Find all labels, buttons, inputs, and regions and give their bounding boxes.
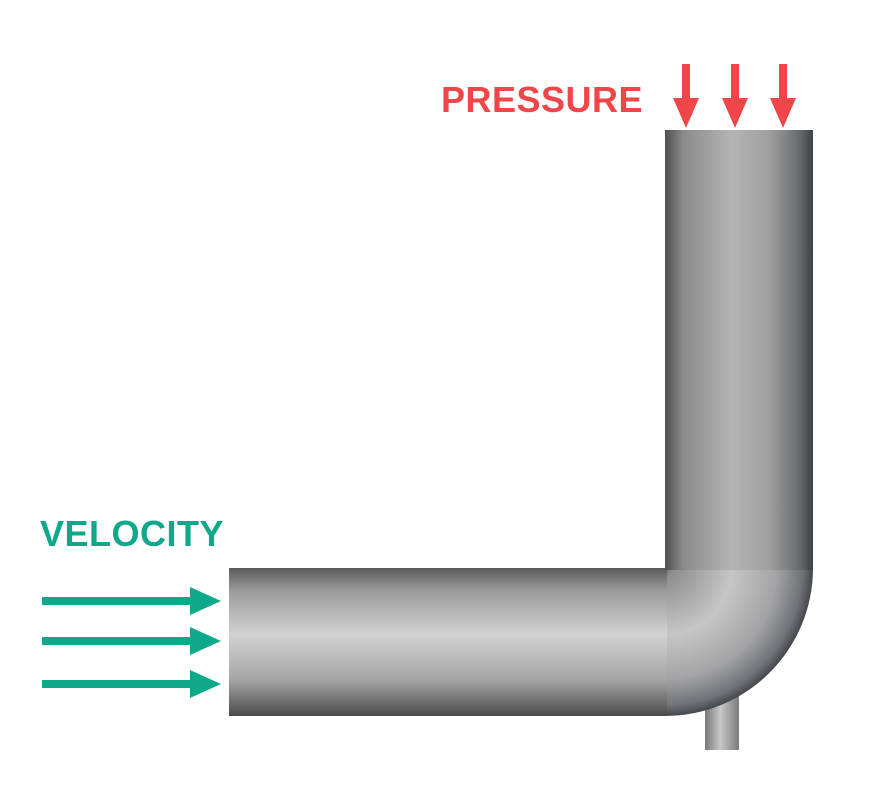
arrow-right-icon (42, 587, 221, 615)
arrow-down-icon (770, 64, 796, 128)
pressure-label: PRESSURE (441, 79, 644, 120)
arrow-right-icon (42, 670, 221, 698)
horizontal-pipe (229, 568, 667, 716)
arrow-down-icon (722, 64, 748, 128)
arrow-down-icon (673, 64, 699, 128)
arrow-right-icon (42, 627, 221, 655)
pipe-elbow (665, 568, 813, 716)
pressure-arrows (673, 64, 796, 128)
velocity-arrows (42, 587, 221, 698)
vertical-pipe (665, 130, 813, 570)
velocity-label: VELOCITY (40, 513, 225, 554)
